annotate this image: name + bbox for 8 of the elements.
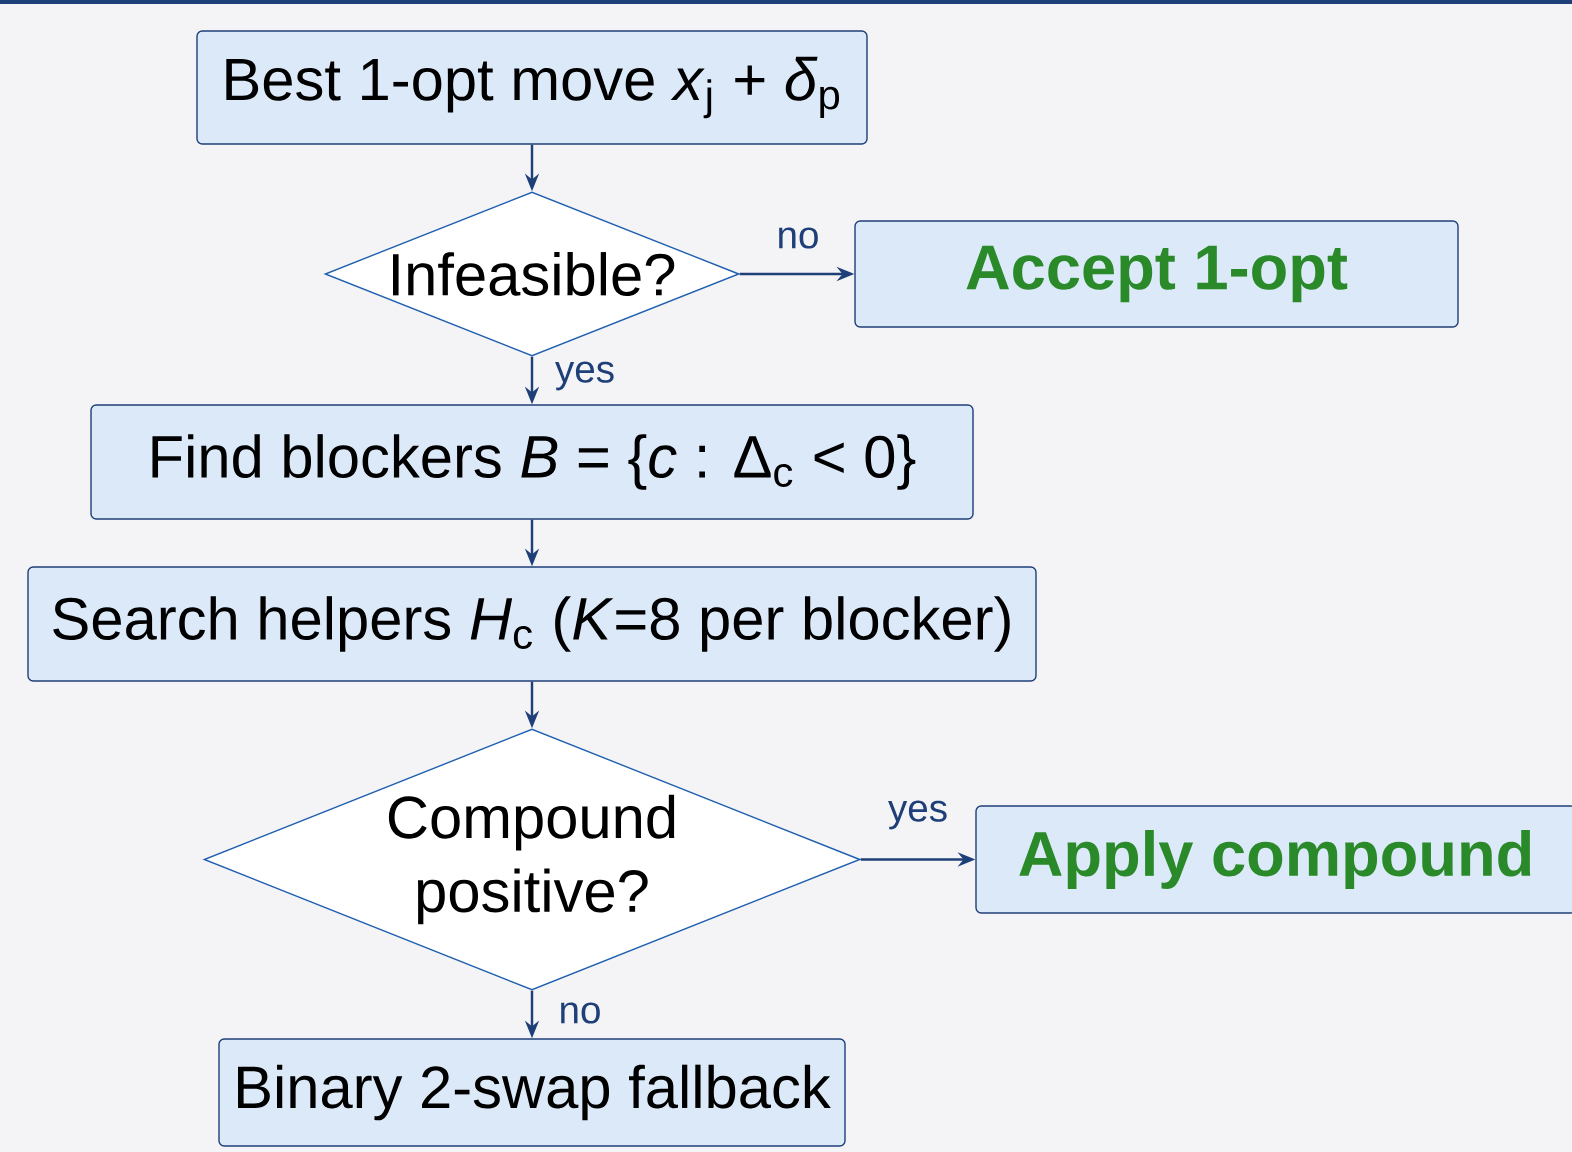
process-box: Search helpers H$_{c}$ (K=8 per blocker) [27, 566, 1037, 682]
edge-label: yes [884, 797, 952, 833]
process-box: Best 1-opt move x$_{j}$ + δ$_{p}$ [196, 30, 868, 145]
outcome-box: Accept 1-opt [854, 220, 1459, 328]
outcome-box: Apply compound [975, 805, 1572, 914]
process-box: Find blockers B = {c : Δ$_{c}$ < 0} [90, 404, 974, 520]
process-box: Binary 2-swap fallback [218, 1038, 846, 1147]
edge-label: yes [551, 358, 619, 394]
